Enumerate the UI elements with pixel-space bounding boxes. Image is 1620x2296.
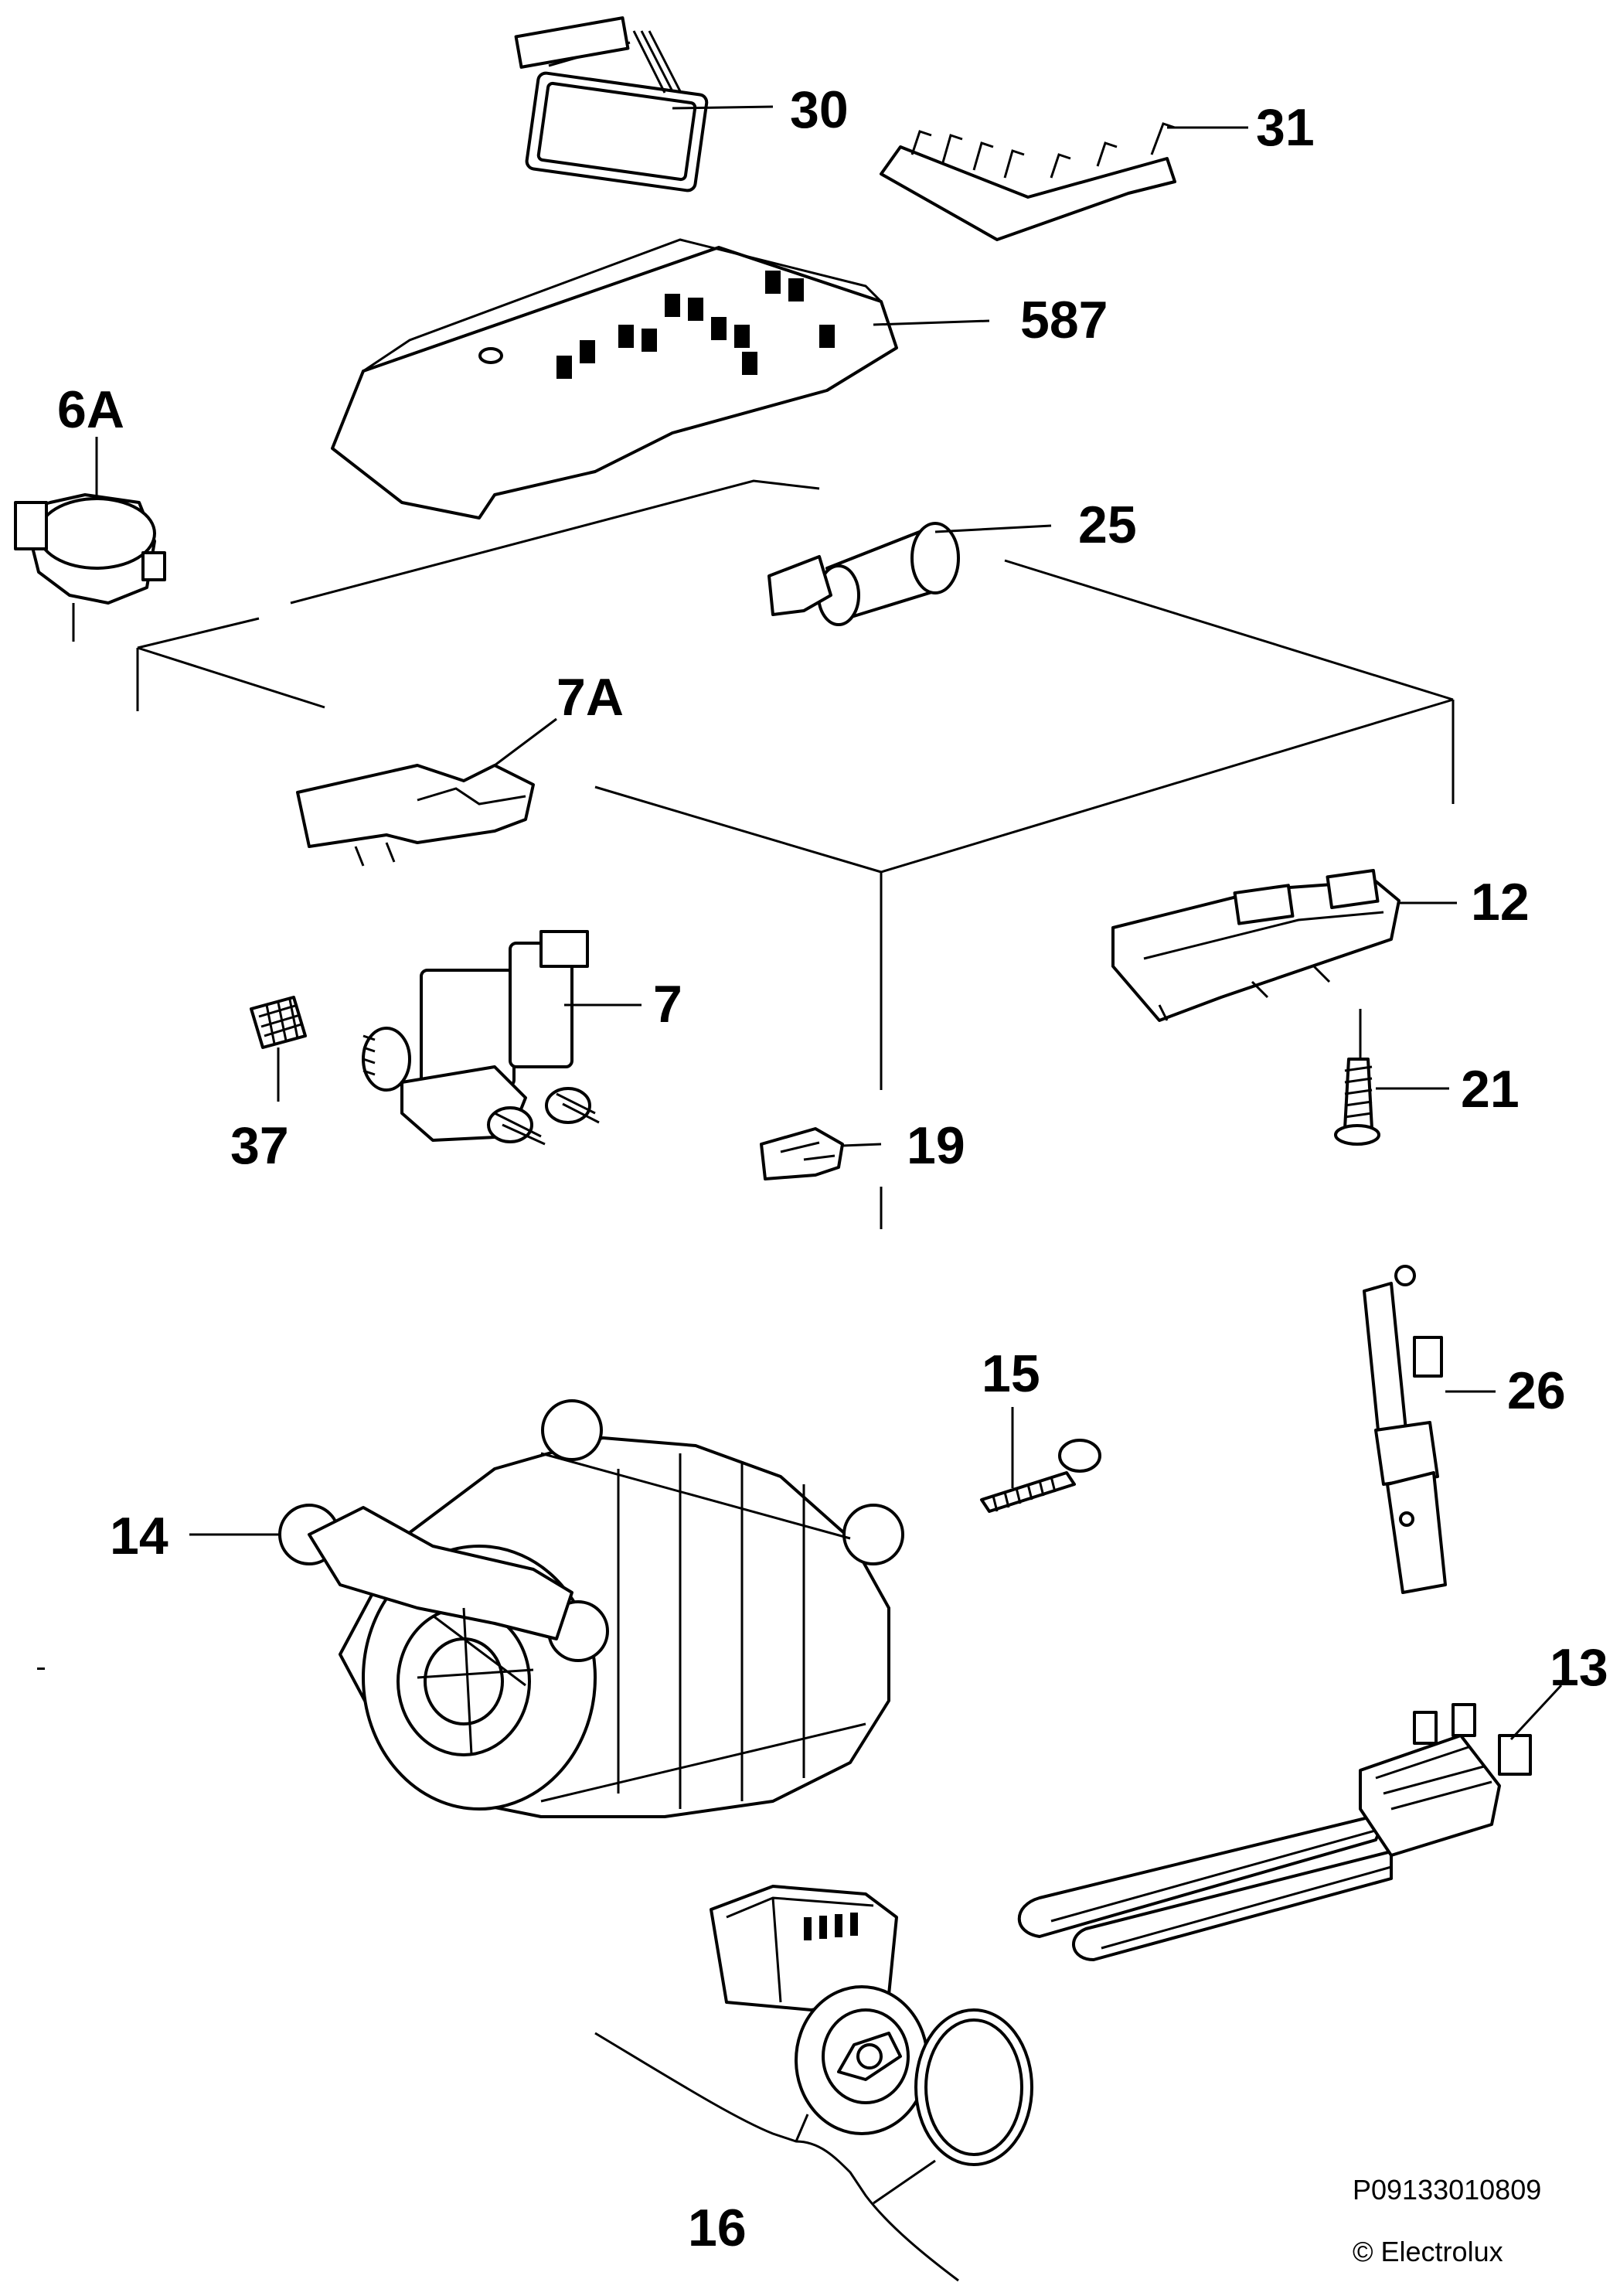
footer-copyright: © Electrolux [1353,2236,1503,2267]
leader-13 [1509,1684,1563,1741]
part-13-heating-element [1017,1703,1532,1961]
label-7: 7 [653,975,682,1034]
label-587: 587 [1020,291,1108,349]
label-37: 37 [230,1116,289,1175]
label-31: 31 [1256,98,1315,157]
part-6a-pressure-switch [14,493,166,642]
leader-19 [842,1143,882,1147]
label-12: 12 [1471,873,1530,932]
part-12-bracket [1111,869,1400,1022]
leader-30 [672,105,774,110]
part-labels: 30 31 587 6A 25 7A 12 7 37 21 19 15 26 1… [57,80,1608,2257]
footer-code: P09133010809 [1353,2174,1541,2206]
label-21: 21 [1461,1060,1520,1119]
part-31-switch-bracket [880,122,1176,241]
leader-587 [873,319,990,326]
part-14-motor [278,1399,904,1818]
label-30: 30 [790,80,849,139]
part-16-drain-pump [710,1885,1033,2166]
label-7a: 7A [556,668,624,727]
part-7-inlet-valve [362,930,600,1146]
part-37-filter [250,996,307,1049]
part-25-capacitor [767,522,960,626]
leader-25 [934,524,1052,533]
stray-mark [37,1667,45,1670]
label-25: 25 [1078,496,1137,554]
part-30-ribbon-cable [514,16,709,192]
part-15-screw [980,1439,1101,1513]
leaders-16 [594,2032,959,2282]
part-26-sensor [1363,1265,1447,1594]
label-6a: 6A [57,380,124,439]
label-19: 19 [907,1116,965,1175]
label-15: 15 [982,1344,1040,1403]
part-21-screw [1334,1009,1380,1146]
part-19-clamp [760,1127,844,1180]
leader-7a [494,717,557,767]
part-7a-valve-bracket [296,764,535,867]
assembly-frame [136,479,1455,1229]
part-587-control-board [331,238,898,519]
label-26: 26 [1507,1361,1566,1420]
label-13: 13 [1550,1638,1608,1697]
label-14: 14 [110,1507,168,1565]
label-16: 16 [688,2199,747,2257]
